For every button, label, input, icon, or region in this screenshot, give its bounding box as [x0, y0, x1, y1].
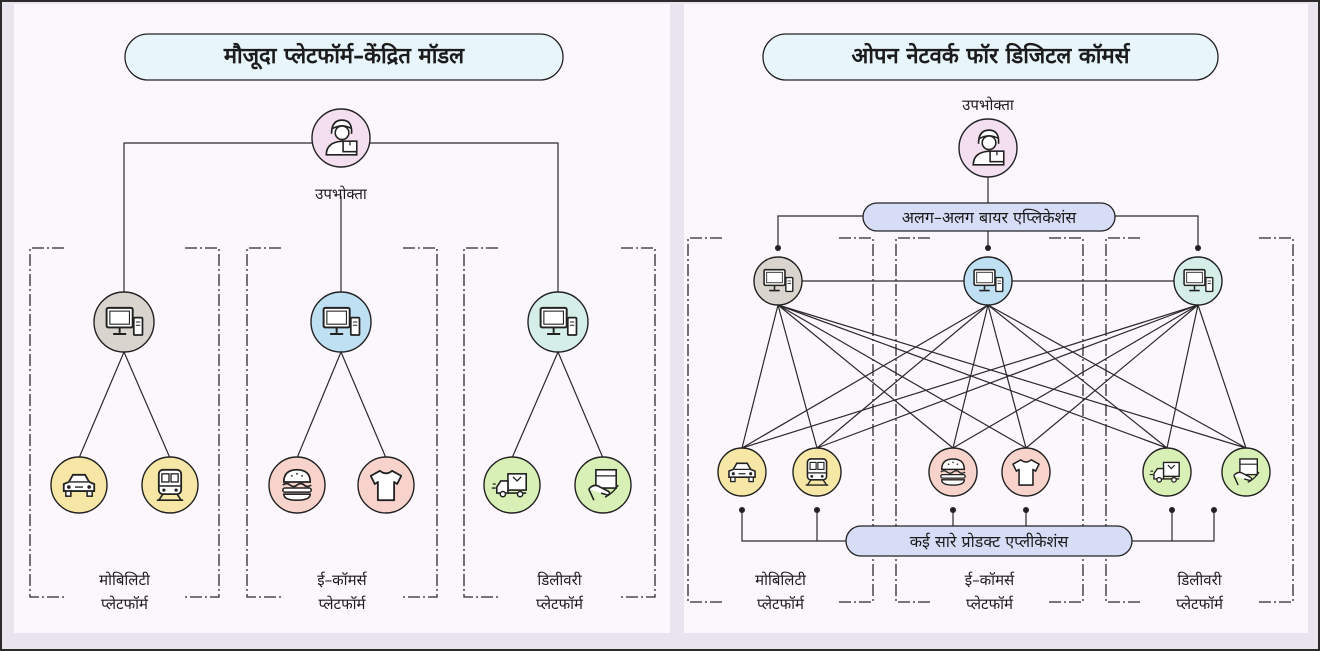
left-consumer-label: उपभोक्ता [315, 185, 368, 203]
right-title-shape [762, 33, 1219, 81]
diagram-nodes: मौजूदा प्लेटफॉर्म–केंद्रित मॉडल उपभोक्ता म… [50, 33, 1271, 613]
right-car-product [717, 447, 767, 497]
left-delivery-server [527, 291, 589, 353]
left-platform-bracket-0-left [29, 247, 64, 598]
left-car-product [50, 456, 108, 514]
right-train-product [792, 447, 842, 497]
line-server-product [511, 351, 559, 459]
left-platform-label: डिलीवरी [537, 571, 582, 589]
junction-dot [814, 507, 820, 513]
line-server-product-mesh [777, 304, 818, 449]
right-platform-bracket-2-right [1259, 237, 1294, 603]
line-server-product-mesh [777, 304, 1168, 449]
right-platform-bracket-1-right [1049, 237, 1084, 603]
line-server-product-mesh [987, 304, 1247, 449]
line-server-product [296, 351, 342, 459]
right-platform-label: डिलीवरी [1177, 571, 1222, 589]
line-server-product-mesh [816, 304, 1199, 449]
junction-dot [775, 245, 781, 251]
right-consumer-label: उपभोक्ता [962, 96, 1015, 114]
right-platform-bracket-0-left [687, 237, 722, 603]
buyer-apps-pill: अलग–अलग बायर एप्लिकेशंस [862, 202, 1116, 232]
right-consumer-node [958, 118, 1018, 178]
right-title: ओपन नेटवर्क फॉर डिजिटल कॉमर्स [762, 33, 1219, 81]
left-title: मौजूदा प्लेटफॉर्म–केंद्रित मॉडल [124, 33, 564, 81]
left-ecommerce-server [310, 291, 372, 353]
product-apps-pill-shape [845, 525, 1133, 557]
junction-dot [1195, 245, 1201, 251]
line-server-product-mesh [952, 304, 1199, 449]
line-server-product-mesh [987, 304, 1168, 449]
left-train-product [141, 456, 199, 514]
right-burger-product [928, 447, 978, 497]
line-server-product-mesh [816, 304, 989, 449]
line-server-product-mesh [1197, 304, 1247, 449]
right-platform-label: प्लेटफॉर्म [1176, 595, 1224, 613]
line-server-product [340, 351, 387, 459]
line-product-bus [1132, 510, 1215, 542]
right-truck-product [1142, 447, 1192, 497]
right-platform-label: प्लेटफॉर्म [966, 595, 1014, 613]
line-server-product-mesh [1166, 304, 1199, 449]
right-platform-label: प्लेटफॉर्म [757, 595, 805, 613]
left-platform-bracket-0-right [185, 247, 220, 598]
junction-dot [950, 507, 956, 513]
right-title-text: ओपन नेटवर्क फॉर डिजिटल कॉमर्स [851, 42, 1130, 69]
left-mobility-server [93, 291, 155, 353]
buyer-apps-pill-text: अलग–अलग बायर एप्लिकेशंस [902, 208, 1078, 227]
right-delivery-server [1173, 256, 1223, 306]
left-title-text: मौजूदा प्लेटफॉर्म–केंद्रित मॉडल [223, 42, 465, 70]
left-platform-bracket-2-right [621, 247, 656, 598]
right-platform-bracket-0-right [839, 237, 874, 603]
line-product-bus [741, 510, 846, 542]
junction-dot [1211, 507, 1217, 513]
line-consumer-mobility [123, 142, 312, 293]
left-platform-label: प्लेटफॉर्म [101, 595, 149, 613]
right-platform-bracket-1-left [895, 237, 930, 603]
connector-lines [29, 142, 1294, 603]
left-platform-label: प्लेटफॉर्म [318, 595, 366, 613]
junction-dot [739, 507, 745, 513]
product-apps-pill: कई सारे प्रोडक्ट एप्लीकेशंस [845, 525, 1133, 557]
right-ecommerce-server [963, 256, 1013, 306]
line-server-product-mesh [1025, 304, 1199, 449]
product-apps-pill-text: कई सारे प्रोडक्ट एप्लीकेशंस [910, 532, 1070, 551]
left-parcel-product [574, 456, 632, 514]
left-truck-product [483, 456, 541, 514]
line-server-product [557, 351, 604, 459]
buyer-apps-pill-shape [862, 202, 1116, 232]
line-server-product [123, 351, 171, 459]
left-burger-product [268, 456, 326, 514]
right-platform-label: मोबिलिटी [755, 571, 807, 589]
line-server-product-mesh [741, 304, 779, 449]
line-server-product [78, 351, 125, 459]
junction-dot [1169, 507, 1175, 513]
left-platform-bracket-1-right [403, 247, 438, 598]
line-server-product-mesh [741, 304, 1199, 449]
right-platform-label: ई–कॉमर्स [965, 571, 1015, 589]
left-platform-label: ई–कॉमर्स [317, 571, 367, 589]
right-mobility-server [753, 256, 803, 306]
left-consumer-node [311, 108, 371, 168]
right-platform-bracket-2-left [1105, 237, 1140, 603]
line-consumer-delivery [370, 142, 559, 293]
junction-dot [1023, 507, 1029, 513]
right-parcel-product [1221, 447, 1271, 497]
left-platform-label: मोबिलिटी [99, 571, 151, 589]
line-server-product-mesh [741, 304, 989, 449]
left-platform-bracket-2-left [463, 247, 498, 598]
right-tshirt-product [1001, 447, 1051, 497]
left-title-shape [124, 33, 564, 81]
left-platform-bracket-1-left [246, 247, 281, 598]
junction-dot [985, 245, 991, 251]
left-tshirt-product [357, 456, 415, 514]
left-platform-label: प्लेटफॉर्म [536, 595, 584, 613]
line-server-product-mesh [777, 304, 1247, 449]
